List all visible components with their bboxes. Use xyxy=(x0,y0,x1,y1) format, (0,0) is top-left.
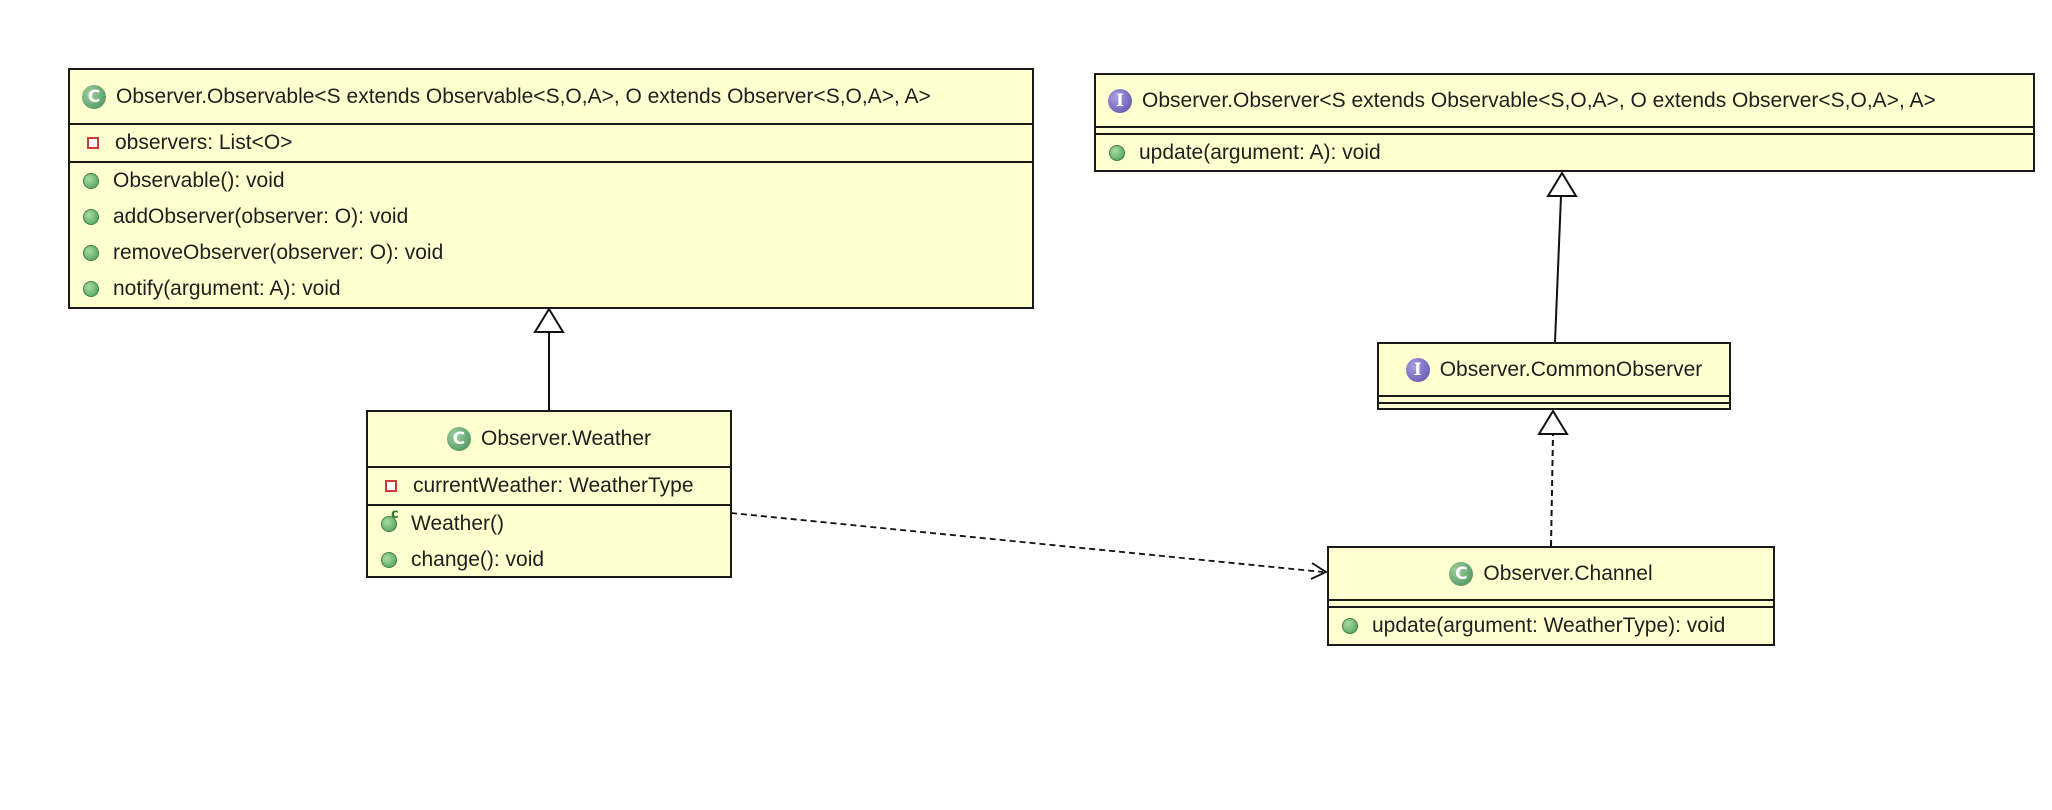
class-observable[interactable]: C Observer.Observable<S extends Observab… xyxy=(68,68,1034,309)
class-weather-methods: c Weather() change(): void xyxy=(368,506,730,578)
class-icon: C xyxy=(82,84,106,109)
class-channel-methods: update(argument: WeatherType): void xyxy=(1329,608,1773,644)
class-weather-header: C Observer.Weather xyxy=(368,412,730,468)
constructor-marker: c xyxy=(391,507,399,522)
method-row: notify(argument: A): void xyxy=(70,271,1032,307)
public-method-icon xyxy=(83,173,99,189)
field-row: observers: List<O> xyxy=(70,125,1032,161)
class-observable-header: C Observer.Observable<S extends Observab… xyxy=(70,70,1032,125)
interface-common-observer-methods xyxy=(1379,404,1729,409)
interface-observer-fields xyxy=(1096,128,2033,135)
edge-channel-realizes-commonobserver xyxy=(1550,433,1554,547)
public-method-icon xyxy=(83,281,99,297)
method-row: change(): void xyxy=(368,542,730,578)
class-observable-fields: observers: List<O> xyxy=(70,125,1032,163)
class-weather[interactable]: C Observer.Weather currentWeather: Weath… xyxy=(366,410,732,578)
interface-observer[interactable]: I Observer.Observer<S extends Observable… xyxy=(1094,73,2035,172)
interface-common-observer-fields xyxy=(1379,397,1729,404)
edge-channel-realizes-commonobserver-arrowhead xyxy=(1537,409,1569,435)
interface-common-observer-title: Observer.CommonObserver xyxy=(1439,357,1703,381)
public-method-icon xyxy=(1342,618,1358,634)
interface-common-observer-header: I Observer.CommonObserver xyxy=(1379,344,1729,397)
private-field-icon xyxy=(385,480,397,492)
field-row: currentWeather: WeatherType xyxy=(368,468,730,504)
public-method-icon xyxy=(381,552,397,568)
method-row: c Weather() xyxy=(368,506,730,542)
method-label: removeObserver(observer: O): void xyxy=(113,241,444,264)
interface-icon: I xyxy=(1108,88,1132,113)
method-label: notify(argument: A): void xyxy=(113,277,341,300)
interface-icon: I xyxy=(1405,357,1430,382)
class-channel-title: Observer.Channel xyxy=(1483,561,1653,585)
class-weather-title: Observer.Weather xyxy=(480,427,652,450)
method-label: update(argument: WeatherType): void xyxy=(1372,614,1726,637)
class-channel[interactable]: C Observer.Channel update(argument: Weat… xyxy=(1327,546,1775,646)
private-field-icon xyxy=(87,137,99,149)
edge-commonobserver-generalizes-observer-arrowhead xyxy=(1546,171,1578,197)
edge-weather-depends-on-channel-arrowhead xyxy=(1310,562,1328,580)
constructor-icon: c xyxy=(381,507,399,532)
edge-commonobserver-generalizes-observer xyxy=(1554,195,1562,343)
class-observable-methods: Observable(): void addObserver(observer:… xyxy=(70,163,1032,307)
method-row: removeObserver(observer: O): void xyxy=(70,235,1032,271)
interface-observer-methods: update(argument: A): void xyxy=(1096,135,2033,171)
class-icon: C xyxy=(446,427,471,451)
edge-weather-generalizes-observable-arrowhead xyxy=(533,307,565,333)
class-icon: C xyxy=(1449,561,1474,586)
class-observable-title: Observer.Observable<S extends Observable… xyxy=(116,84,931,108)
public-method-icon xyxy=(1109,145,1125,161)
interface-observer-header: I Observer.Observer<S extends Observable… xyxy=(1096,75,2033,128)
method-label: addObserver(observer: O): void xyxy=(113,205,409,228)
class-channel-header: C Observer.Channel xyxy=(1329,548,1773,601)
method-row: Observable(): void xyxy=(70,163,1032,199)
interface-common-observer[interactable]: I Observer.CommonObserver xyxy=(1377,342,1731,410)
method-row: update(argument: WeatherType): void xyxy=(1329,608,1773,644)
field-label: observers: List<O> xyxy=(115,131,293,154)
edge-weather-depends-on-channel xyxy=(730,512,1324,573)
public-method-icon xyxy=(83,209,99,225)
method-label: change(): void xyxy=(411,548,545,571)
class-weather-fields: currentWeather: WeatherType xyxy=(368,468,730,506)
method-label: update(argument: A): void xyxy=(1139,141,1381,164)
interface-observer-title: Observer.Observer<S extends Observable<S… xyxy=(1142,88,1936,112)
class-channel-fields xyxy=(1329,601,1773,608)
field-label: currentWeather: WeatherType xyxy=(413,474,694,497)
method-row: addObserver(observer: O): void xyxy=(70,199,1032,235)
method-label: Weather() xyxy=(411,512,504,535)
method-row: update(argument: A): void xyxy=(1096,135,2033,171)
public-method-icon xyxy=(83,245,99,261)
method-label: Observable(): void xyxy=(113,169,285,192)
